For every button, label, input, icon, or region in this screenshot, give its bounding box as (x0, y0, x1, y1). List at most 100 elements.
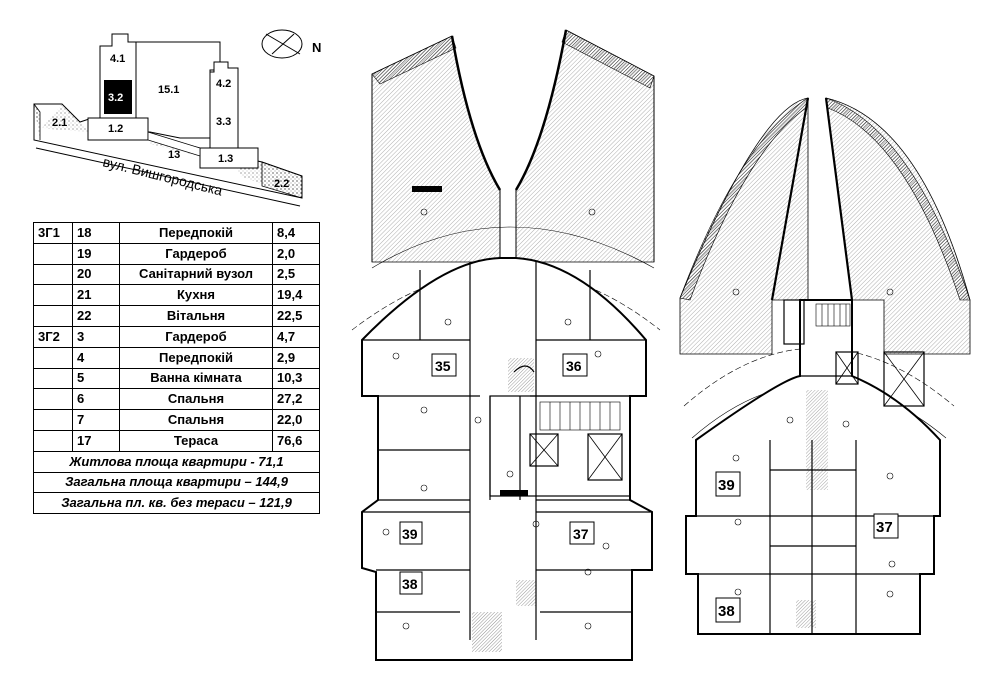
apartment-number: 36 (566, 358, 582, 374)
apartment-number: 38 (718, 603, 735, 620)
block-label-3-2: 3.2 (108, 92, 123, 104)
table-summary-row: Загальна площа квартири – 144,9 (33, 471, 320, 494)
room-section (33, 242, 73, 265)
block-label-4-2: 4.2 (216, 78, 231, 90)
room-name: Ванна кімната (119, 367, 273, 390)
wet-area-right-2 (796, 600, 816, 628)
room-number: 6 (72, 388, 120, 411)
block-label-1-3: 1.3 (218, 153, 233, 165)
room-name: Гардероб (119, 242, 273, 265)
room-section (33, 263, 73, 286)
room-area: 2,9 (272, 346, 320, 369)
block-label-2-2: 2.2 (274, 178, 289, 190)
block-label-1-2: 1.2 (108, 123, 123, 135)
stairs-right (815, 303, 851, 327)
north-arrow-icon: N (261, 29, 321, 59)
room-name: Санітарний вузол (119, 263, 273, 286)
apartment-labels-left: 35 36 39 37 38 (399, 353, 595, 595)
room-number: 5 (72, 367, 120, 390)
room-number: 22 (72, 305, 120, 327)
room-name: Спальня (119, 409, 273, 431)
elevator-left (529, 433, 623, 481)
apartment-number: 39 (402, 526, 418, 542)
room-name: Гардероб (119, 325, 273, 348)
room-name: Спальня (119, 388, 273, 411)
block-13-outline (147, 131, 201, 157)
room-area: 4,7 (272, 325, 320, 348)
block-label-3-3: 3.3 (216, 116, 231, 128)
stairs-left (539, 401, 621, 431)
room-area: 19,4 (272, 284, 320, 307)
block-1-3-outline (199, 147, 259, 169)
table-summary-row: Загальна пл. кв. без тераси – 121,9 (33, 492, 320, 515)
wet-area-left-3 (516, 580, 536, 606)
terrace-right-b (825, 97, 971, 355)
room-name: Вітальня (119, 305, 273, 327)
room-section (33, 346, 73, 369)
terrace-edge-right (770, 97, 854, 301)
room-markers-right (732, 288, 896, 598)
label-box-terrace (412, 186, 442, 192)
north-label: N (312, 40, 321, 55)
floor-plan-left: 35 36 39 37 38 (351, 29, 661, 661)
room-name: Передпокій (119, 222, 273, 244)
area-summary: Загальна пл. кв. без тераси – 121,9 (33, 492, 320, 515)
block-label-4-1: 4.1 (110, 53, 125, 65)
room-number: 20 (72, 263, 120, 286)
apartment-labels-right: 39 37 38 (715, 471, 899, 623)
room-section (33, 367, 73, 390)
bath-left (513, 365, 535, 373)
room-section (33, 284, 73, 307)
block-label-15-1: 15.1 (158, 84, 179, 96)
room-name: Передпокій (119, 346, 273, 369)
room-markers-left (382, 208, 610, 630)
room-section (33, 388, 73, 411)
parapet-left-a (371, 35, 457, 85)
room-area: 2,0 (272, 242, 320, 265)
wet-area-right-1 (806, 390, 828, 490)
room-area: 10,3 (272, 367, 320, 390)
room-section (33, 305, 73, 327)
apartment-number: 38 (402, 576, 418, 592)
room-number: 18 (72, 222, 120, 244)
room-number: 17 (72, 429, 120, 452)
room-section (33, 409, 73, 431)
terrain-stipple-left (33, 103, 41, 140)
room-section: 3Г1 (33, 222, 73, 244)
elevator-right (835, 351, 925, 407)
block-label-13: 13 (168, 149, 180, 161)
block-3.2-fill (104, 80, 132, 114)
apartment-number: 37 (573, 526, 589, 542)
terrace-right-a (679, 97, 809, 355)
terrain-stipple-slope (42, 104, 90, 132)
wet-area-left-1 (472, 612, 502, 652)
room-name: Тераса (119, 429, 273, 452)
label-box-hall (500, 490, 528, 496)
room-area: 8,4 (272, 222, 320, 244)
room-number: 21 (72, 284, 120, 307)
room-area: 22,5 (272, 305, 320, 327)
wet-area-left-2 (508, 358, 534, 392)
room-section: 3Г2 (33, 325, 73, 348)
room-area: 27,2 (272, 388, 320, 411)
street-edge (35, 147, 301, 207)
apartment-number: 39 (718, 477, 735, 494)
room-section (33, 429, 73, 452)
apartment-number: 35 (435, 358, 451, 374)
room-number: 4 (72, 346, 120, 369)
parapet-right-b (825, 97, 971, 301)
room-area: 76,6 (272, 429, 320, 452)
room-number: 3 (72, 325, 120, 348)
